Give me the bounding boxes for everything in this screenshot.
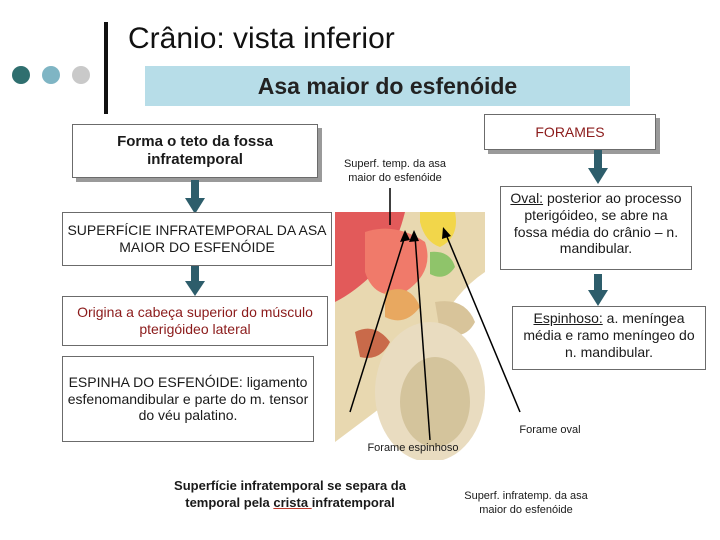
- decorative-dot-2: [42, 66, 60, 84]
- forame-espinhoso-box: Espinhoso: a. meníngea média e ramo mení…: [512, 306, 706, 370]
- espinha-esfenoide-text: ESPINHA DO ESFENÓIDE: ligamento esfenoma…: [67, 373, 309, 424]
- origina-cabeca-text: Origina a cabeça superior do músculo pte…: [77, 304, 313, 337]
- forame-espinhoso-label: Forame espinhoso: [367, 442, 459, 454]
- page-title: Crânio: vista inferior: [128, 22, 395, 55]
- teto-fossa-text: Forma o teto da fossa infratemporal: [117, 133, 273, 168]
- superficie-infratemporal-box: SUPERFÍCIE INFRATEMPORAL DA ASA MAIOR DO…: [62, 212, 332, 266]
- down-arrow-icon: [588, 274, 608, 311]
- bottom-caption: Superfície infratemporal se separa da te…: [150, 478, 430, 512]
- down-arrow-icon: [185, 266, 205, 301]
- bottom-caption-line2: temporal pela crista infratemporal: [185, 494, 395, 510]
- decorative-dot-1: [12, 66, 30, 84]
- teto-fossa-box: Forma o teto da fossa infratemporal: [72, 124, 318, 178]
- superf-infratemp-label: Superf. infratemp. da asa maior do esfen…: [464, 490, 588, 516]
- forames-box: FORAMES: [484, 114, 656, 150]
- subtitle-banner: Asa maior do esfenóide: [145, 66, 630, 106]
- forames-title: FORAMES: [535, 123, 605, 140]
- decorative-dot-3: [72, 66, 90, 84]
- down-arrow-icon: [185, 180, 205, 219]
- espinha-esfenoide-box: ESPINHA DO ESFENÓIDE: ligamento esfenoma…: [62, 356, 314, 442]
- forame-oval-label: Forame oval: [519, 424, 581, 436]
- title-divider: [104, 22, 108, 114]
- skull-photo: [335, 212, 485, 460]
- espinhoso-label: Espinhoso:: [533, 310, 603, 326]
- down-arrow-icon: [588, 150, 608, 189]
- espinhoso-text: a. meníngea média e ramo meníngeo do n. …: [523, 310, 695, 360]
- oval-text: posterior ao processo pterigóideo, se ab…: [513, 190, 682, 257]
- skull-image-icon: [335, 212, 485, 460]
- bottom-caption-line1: Superfície infratemporal se separa da: [174, 478, 406, 493]
- oval-label: Oval:: [510, 190, 544, 206]
- origina-cabeca-box: Origina a cabeça superior do músculo pte…: [62, 296, 328, 346]
- superf-temp-label: Superf. temp. da asa maior do esfenóide: [343, 158, 447, 184]
- superficie-infratemporal-text: SUPERFÍCIE INFRATEMPORAL DA ASA MAIOR DO…: [67, 222, 327, 255]
- subtitle-text: Asa maior do esfenóide: [257, 72, 518, 99]
- forame-oval-box: Oval: posterior ao processo pterigóideo,…: [500, 186, 692, 270]
- crista-text: crista: [273, 494, 312, 510]
